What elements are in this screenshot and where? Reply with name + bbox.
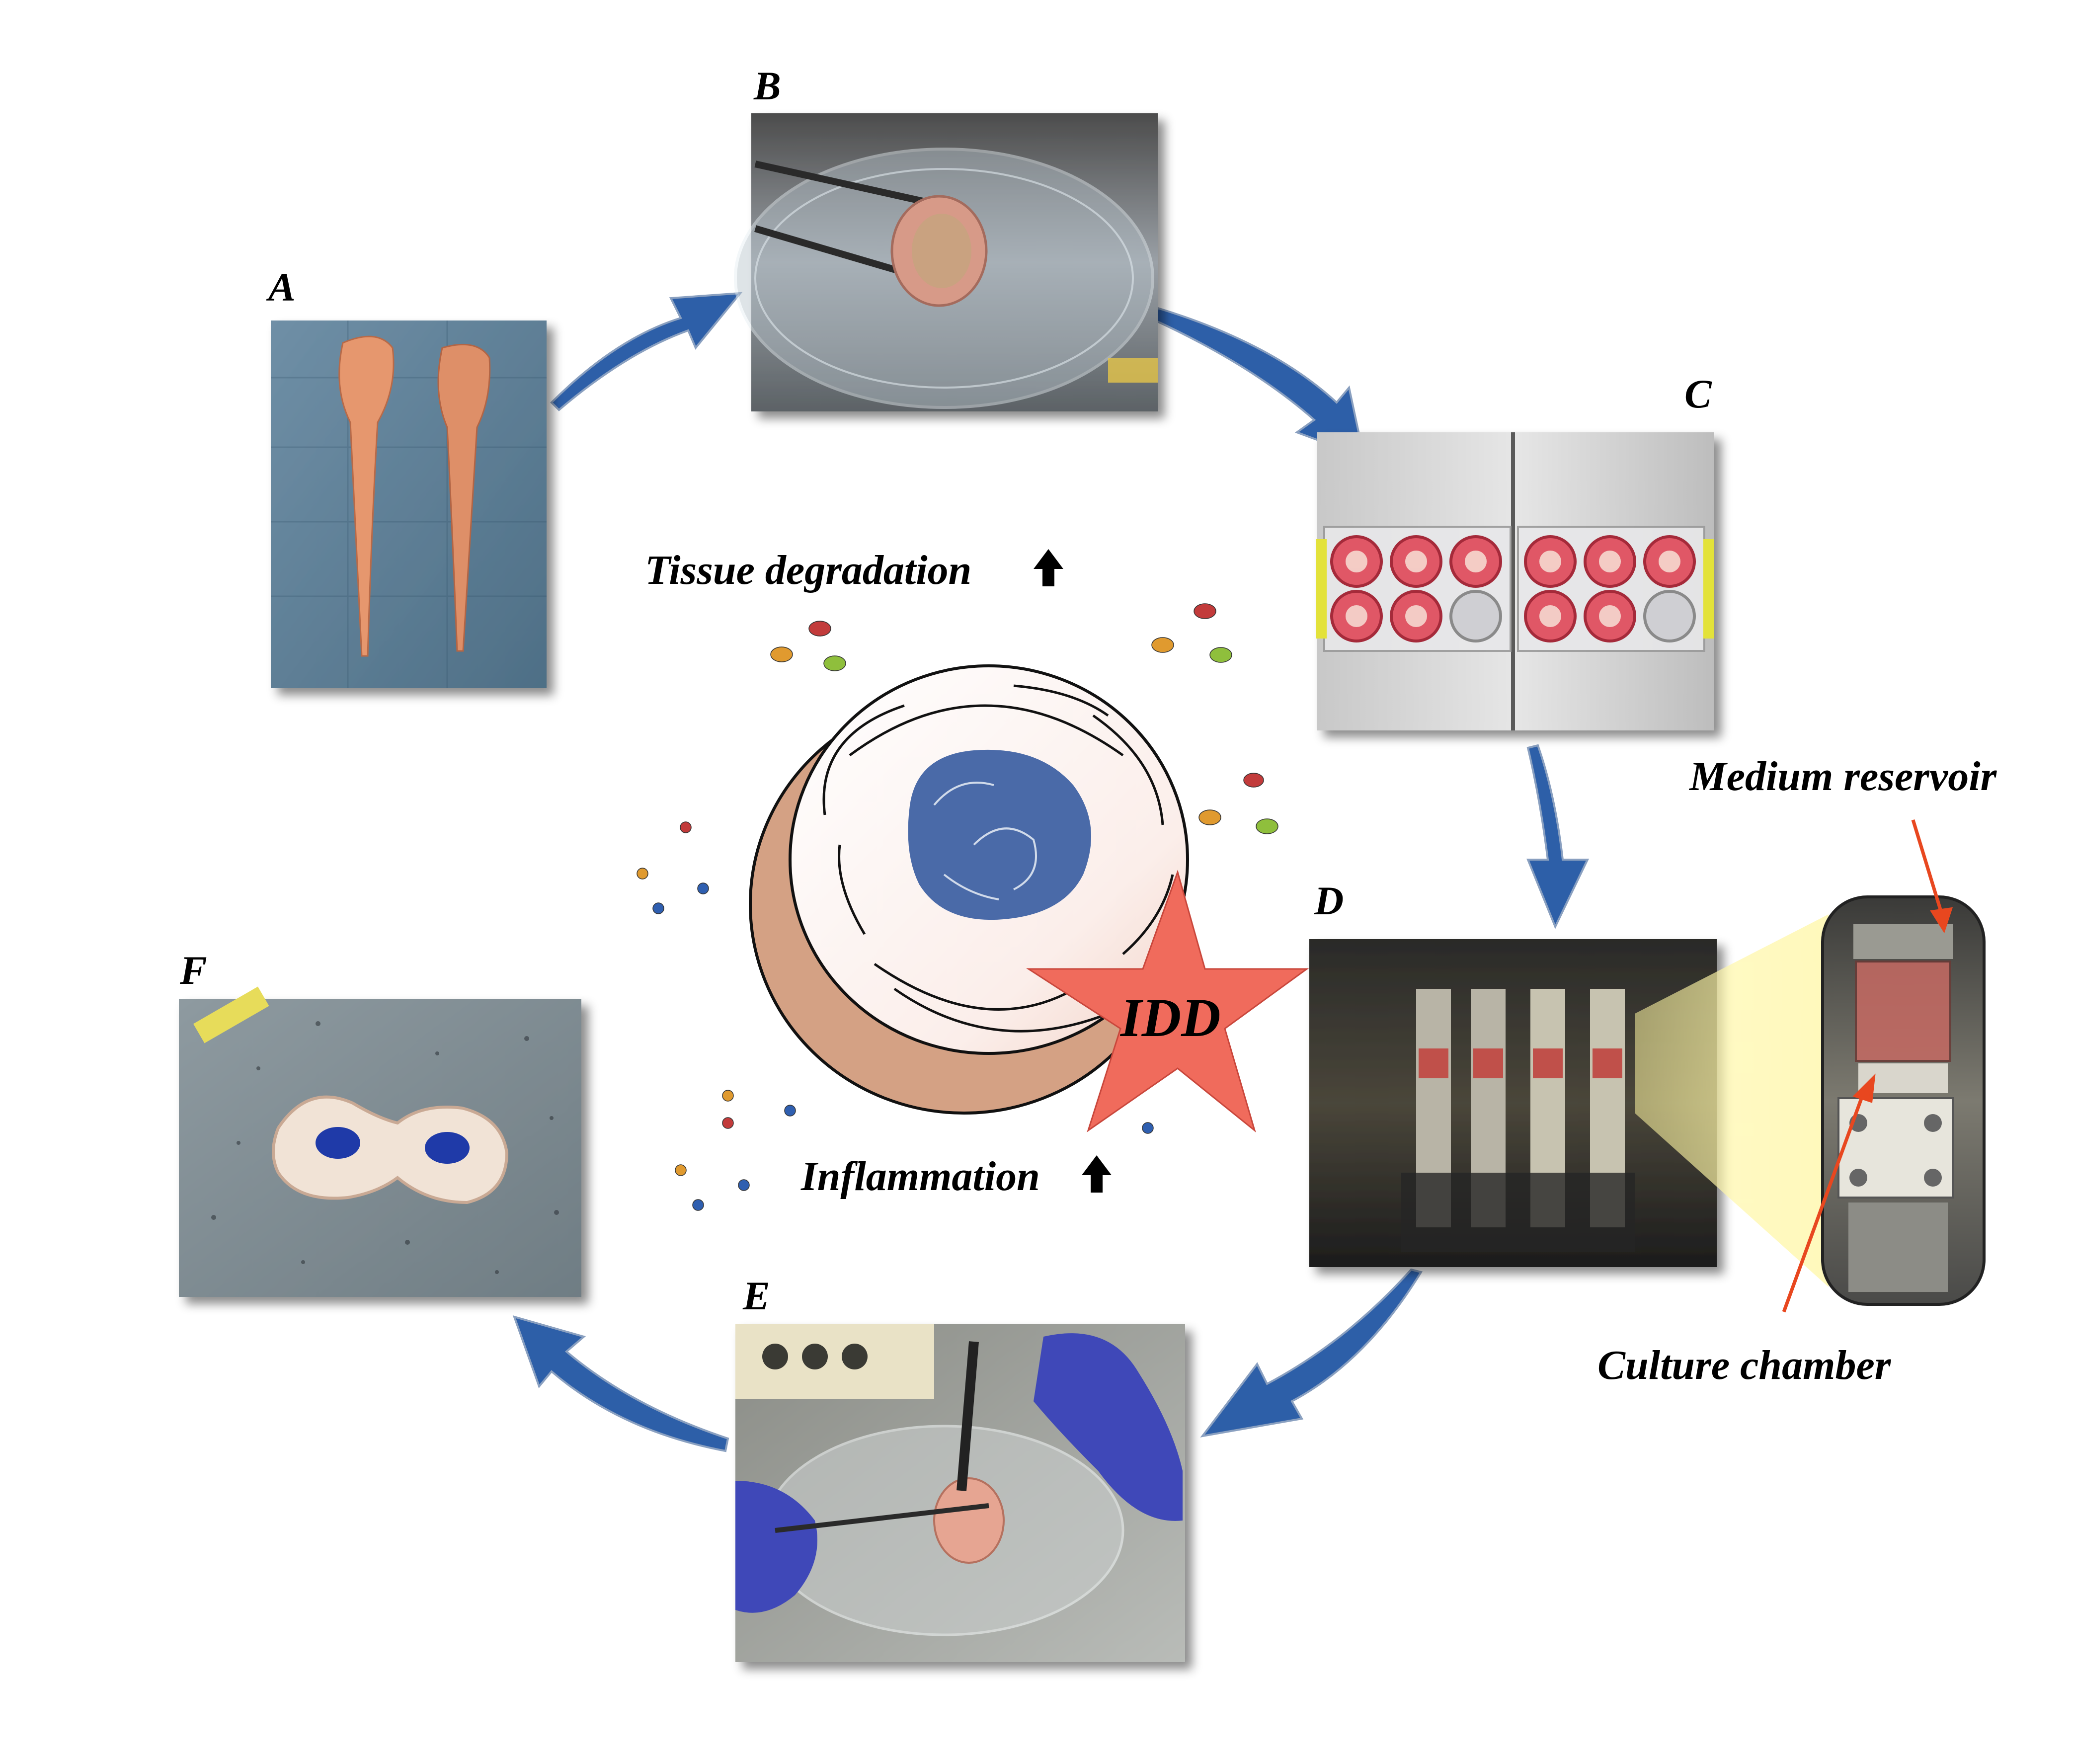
up-arrow-icon [1082, 1155, 1112, 1193]
panel-letter-e: E [742, 1273, 770, 1318]
panel-b: B [734, 63, 1158, 411]
molecule-particles [637, 603, 1278, 1211]
medium-reservoir-label: Medium reservoir [1688, 753, 1997, 800]
star-icon [1026, 870, 1309, 1133]
up-arrow-icon [1034, 549, 1063, 586]
panel-letter-a: A [266, 264, 296, 310]
panel-f: F [179, 948, 581, 1297]
callout-pointers [1782, 819, 1953, 1313]
idd-star-badge: IDD [1026, 870, 1309, 1133]
arrow-d-to-e [1200, 1268, 1423, 1438]
arrow-e-to-f [512, 1315, 729, 1452]
bioreactor-units [1401, 989, 1635, 1252]
inflammation-label: Inflammation [800, 1153, 1040, 1200]
culture-chamber-label: Culture chamber [1597, 1342, 1892, 1388]
tissue-degradation-label: Tissue degradation [645, 547, 971, 593]
panel-e: E [735, 1273, 1185, 1662]
panel-letter-d: D [1314, 878, 1344, 923]
caption-inflammation: Inflammation [800, 1153, 1112, 1200]
arrow-c-to-d [1526, 744, 1590, 929]
gloved-hand-left [735, 1481, 817, 1613]
idd-label: IDD [1119, 987, 1221, 1048]
zoom-inset-culture-chamber [1821, 895, 1986, 1306]
gloved-hand-right [1034, 1333, 1183, 1521]
well-row [1330, 535, 1696, 642]
panel-letter-f: F [179, 948, 207, 993]
blue-stain-right [425, 1132, 470, 1164]
arrow-a-to-b [550, 292, 743, 411]
caption-tissue-degradation: Tissue degradation [645, 547, 1063, 593]
medium-reservoir-vessel [1855, 961, 1951, 1062]
nucleus-pulposus [908, 749, 1091, 920]
panel-c: C [1316, 371, 1714, 730]
zoom-beam [1635, 914, 1829, 1287]
panel-a: A [266, 264, 547, 688]
disc-sample-e [933, 1477, 1005, 1564]
panel-letter-b: B [753, 63, 781, 108]
blue-stain-left [316, 1127, 360, 1159]
center-disc-illustration [749, 664, 1189, 1115]
panel-letter-c: C [1684, 371, 1712, 416]
tail-tissue-left [338, 335, 395, 657]
stained-disc-pair [272, 1095, 509, 1204]
tail-tissue-right [437, 343, 491, 652]
photo-a-spinal-tissue [271, 321, 547, 688]
